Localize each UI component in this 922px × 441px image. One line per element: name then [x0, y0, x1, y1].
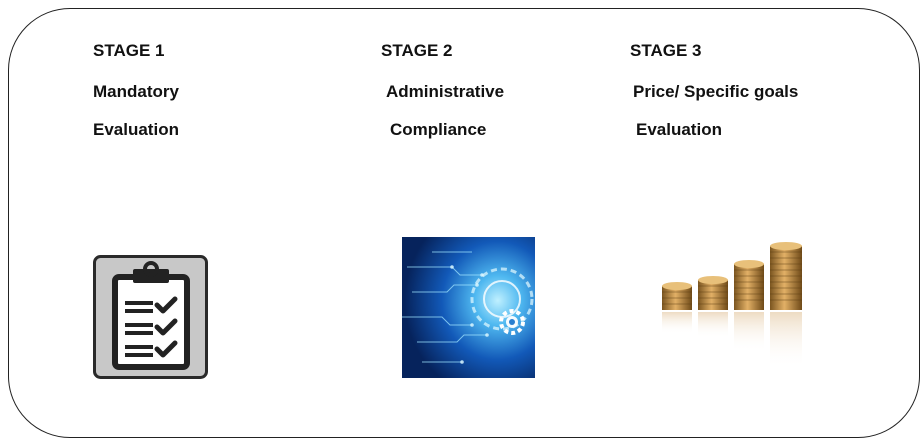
stage-3-line-2: Evaluation: [636, 120, 722, 139]
stage-2-heading: STAGE 2: [381, 41, 453, 60]
stage-1-line-2: Evaluation: [93, 120, 179, 139]
stage-2-line-2: Compliance: [390, 120, 487, 139]
stage-1-heading: STAGE 1: [93, 41, 165, 60]
process-frame: [8, 8, 920, 438]
stage-3-line-1: Price/ Specific goals: [633, 82, 799, 101]
coin-stacks-icon: [660, 238, 808, 370]
digital-gears-icon: [402, 237, 535, 378]
clipboard-checklist-icon: [93, 255, 208, 379]
stage-2-line-1: Administrative: [386, 82, 505, 101]
stage-3-heading: STAGE 3: [630, 41, 702, 60]
stage-1-line-1: Mandatory: [93, 82, 179, 101]
